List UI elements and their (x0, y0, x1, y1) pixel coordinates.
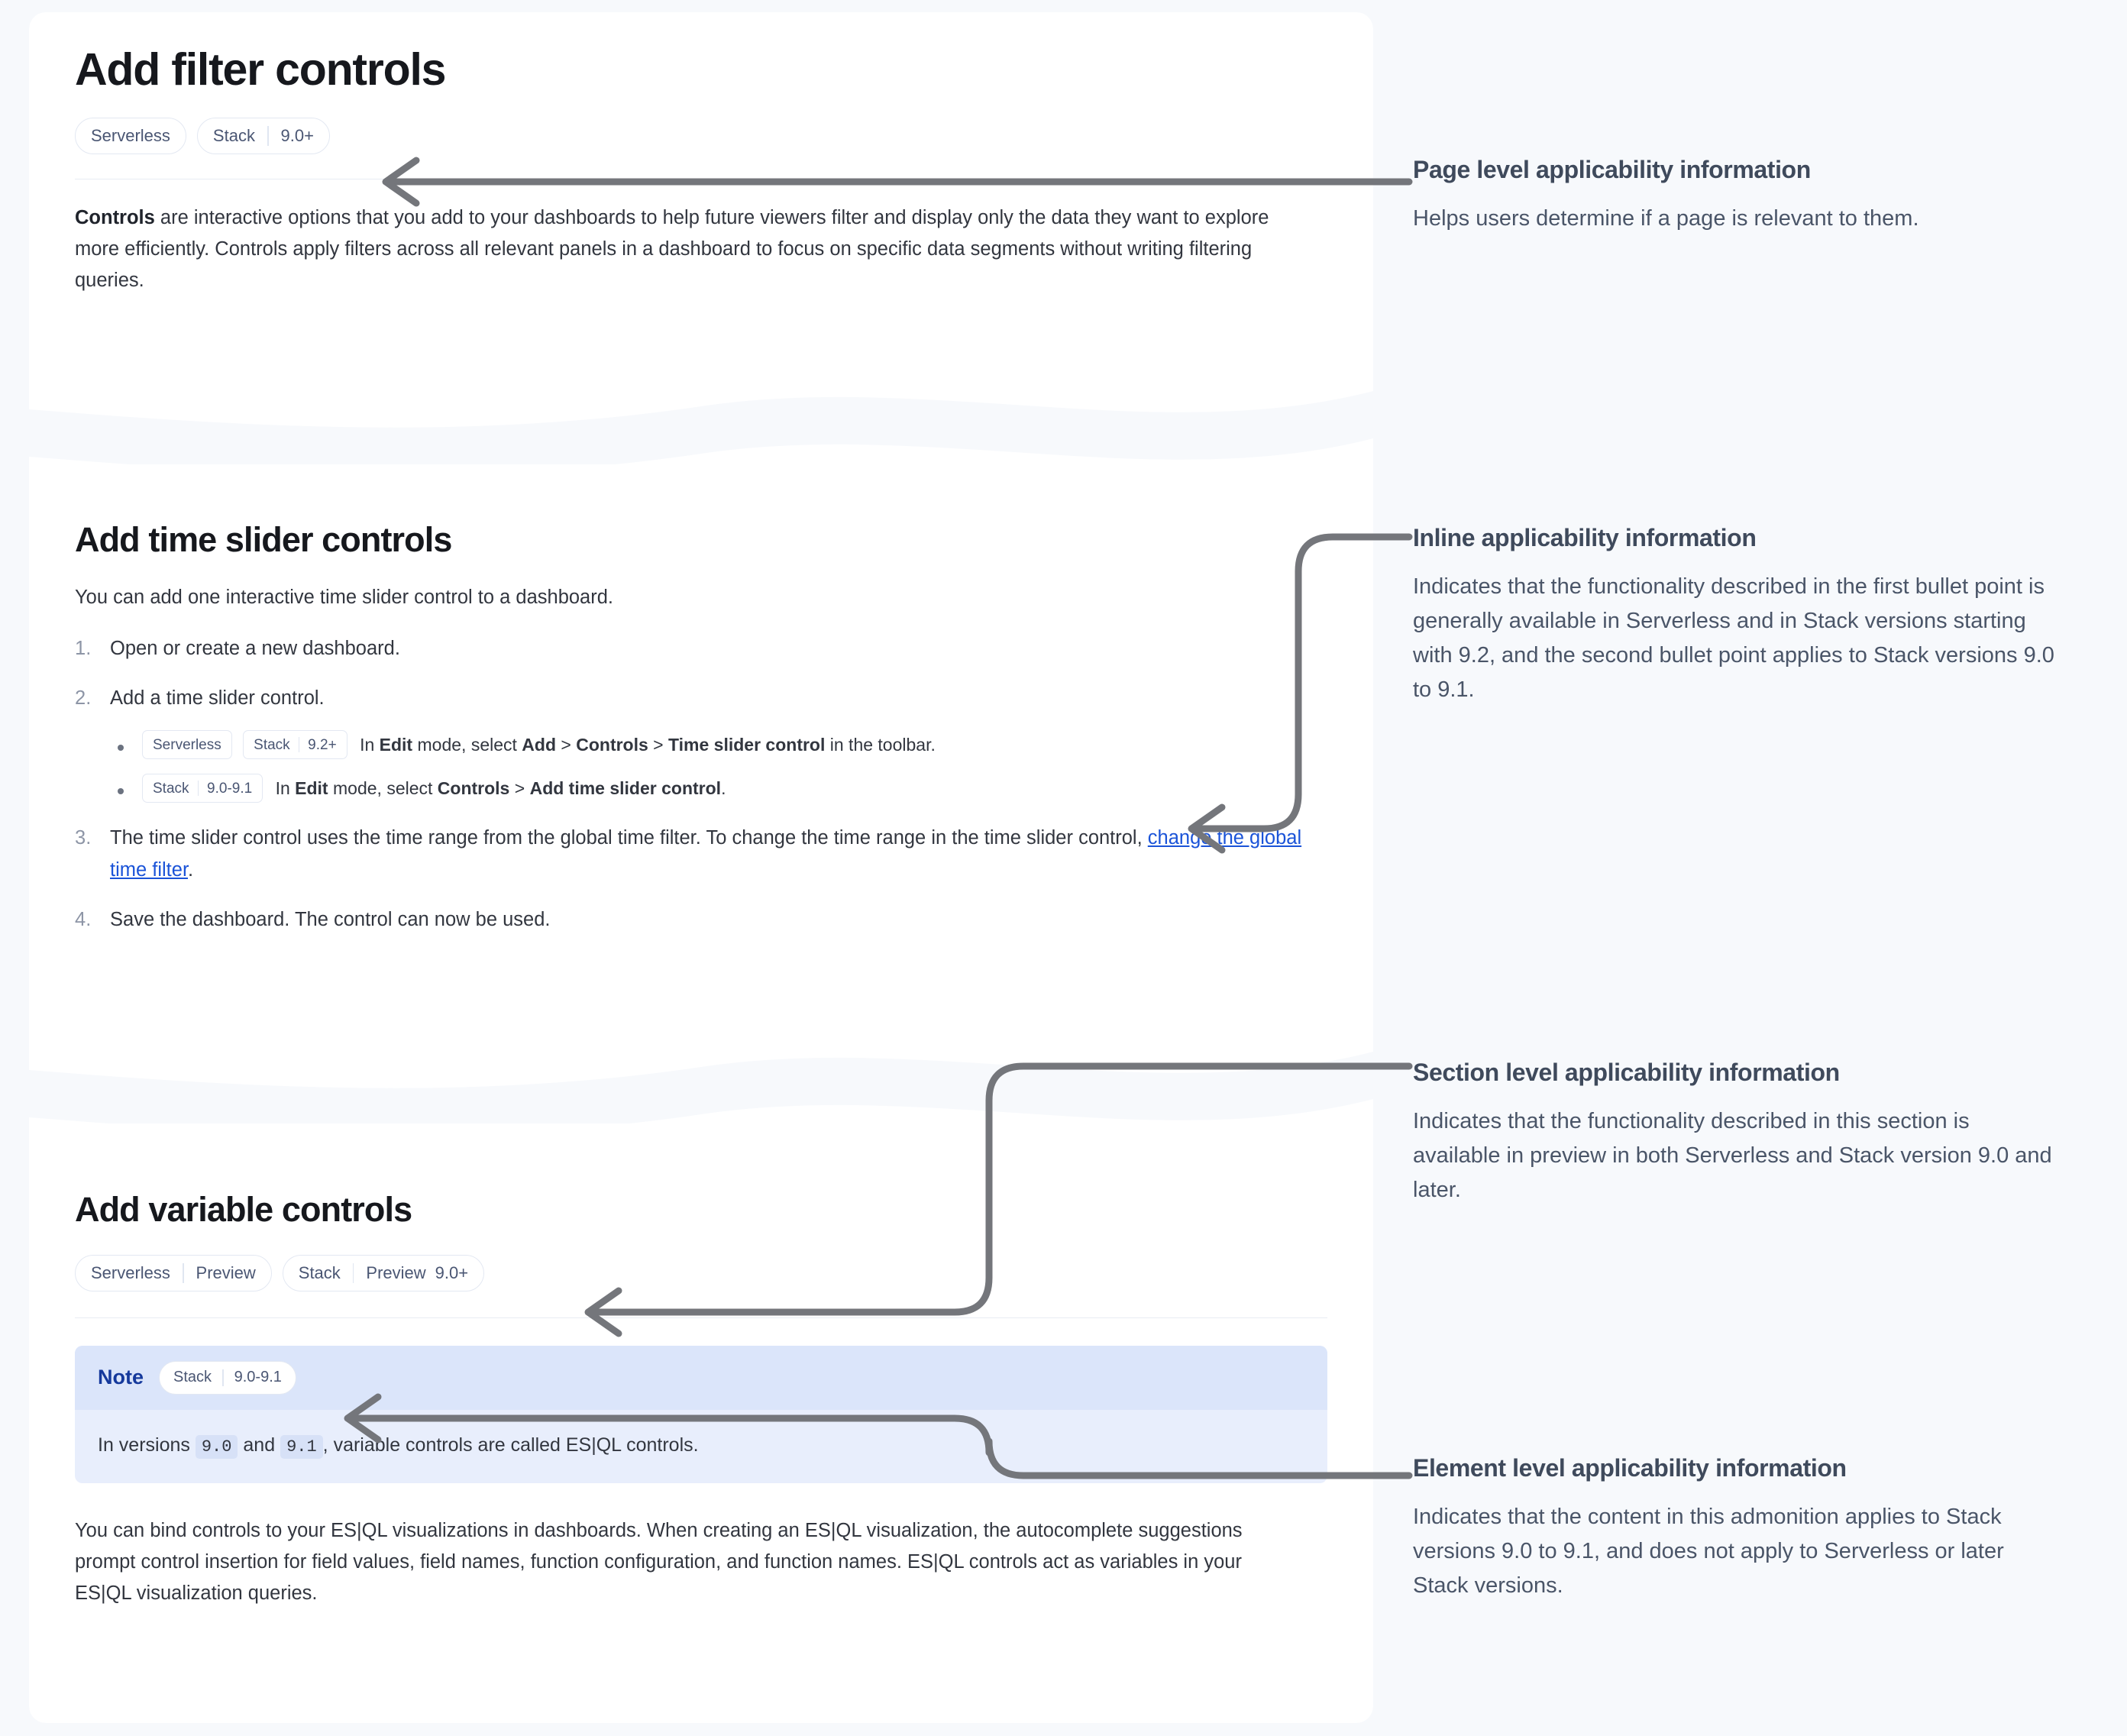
annotation-body: Indicates that the functionality describ… (1413, 574, 2054, 702)
step3-tail: . (188, 858, 194, 881)
badge-separator (182, 1262, 184, 1283)
page-title: Add filter controls (75, 44, 446, 95)
b2: Add (522, 735, 557, 755)
sub-bullet-text: In Edit mode, select Controls > Add time… (276, 778, 726, 798)
sub-bullet-text: In Edit mode, select Add > Controls > Ti… (360, 735, 936, 755)
step-item: Open or create a new dashboard. (75, 633, 1327, 665)
step-item: Add a time slider control. Serverless St… (75, 683, 1327, 804)
b4: Time slider control (668, 735, 826, 755)
b1: Edit (295, 778, 328, 799)
note-label: Note (98, 1366, 144, 1388)
page-applicability-badges: Serverless Stack 9.0+ (75, 117, 1327, 154)
badge-lifecycle: Preview (366, 1262, 426, 1282)
badge-name: Stack (212, 125, 255, 145)
badge-version: 9.0-9.1 (234, 1369, 282, 1385)
step-item: Save the dashboard. The control can now … (75, 904, 1327, 936)
annotation-title: Element level applicability information (1413, 1454, 1847, 1482)
page-hero-panel: Add filter controls Serverless Stack 9.0… (29, 12, 1373, 417)
step-text: The time slider control uses the time ra… (110, 827, 1301, 880)
intro-paragraph: Controls are interactive options that yo… (75, 202, 1282, 297)
note-admonition-header: Note Stack 9.0-9.1 (75, 1345, 1327, 1410)
badge-stack-preview[interactable]: Stack Preview 9.0+ (282, 1254, 485, 1291)
sub-bullet-item: Stack 9.0-9.1 In Edit mode, select Contr… (110, 773, 1327, 804)
b3: Add time slider control (529, 778, 722, 799)
inline-code-91: 9.1 (280, 1434, 323, 1459)
badge-version: 9.0-9.1 (207, 780, 253, 797)
badge-name: Stack (254, 736, 290, 753)
annotation-body: Indicates that the content in this admon… (1413, 1505, 2004, 1598)
annotation-body: Helps users determine if a page is relev… (1413, 206, 1919, 231)
inline-badge-stack[interactable]: Stack 9.2+ (243, 730, 347, 760)
badge-version: 9.2+ (308, 736, 337, 753)
annotation-element-level: Element level applicability information … (1413, 1453, 2062, 1603)
badge-name: Stack (173, 1369, 212, 1385)
inline-badge-stack[interactable]: Stack 9.0-9.1 (142, 774, 263, 803)
documentation-page: Add filter controls Serverless Stack 9.0… (29, 12, 1373, 1723)
t4: . (721, 778, 726, 799)
intro-rest: are interactive options that you add to … (75, 206, 1269, 292)
badge-serverless[interactable]: Serverless (75, 117, 186, 154)
note-admonition-body: In versions 9.0 and 9.1, variable contro… (75, 1410, 1327, 1483)
annotation-title: Page level applicability information (1413, 156, 1811, 183)
variable-controls-paragraph: You can bind controls to your ES|QL visu… (75, 1519, 1243, 1605)
badge-version: 9.0+ (280, 125, 314, 145)
note-admonition: Note Stack 9.0-9.1 In versions 9.0 and 9… (75, 1345, 1327, 1483)
badge-separator (222, 1369, 224, 1386)
step-item: The time slider control uses the time ra… (75, 823, 1320, 886)
annotation-body: Indicates that the functionality describ… (1413, 1109, 2052, 1202)
b3: Controls (576, 735, 648, 755)
badge-separator (267, 125, 269, 146)
badge-name: Stack (298, 1262, 341, 1282)
step-text: Save the dashboard. The control can now … (110, 908, 551, 930)
variable-controls-section-panel: Add variable controls Serverless Preview… (29, 1123, 1373, 1723)
t2: mode, select (412, 735, 522, 755)
annotation-title: Inline applicability information (1413, 524, 1757, 551)
badge-serverless-preview[interactable]: Serverless Preview (75, 1254, 272, 1291)
annotation-inline-level: Inline applicability information Indicat… (1413, 522, 2062, 707)
badge-version: 9.0+ (435, 1262, 469, 1282)
badge-separator (298, 737, 300, 753)
step-text: Add a time slider control. (110, 687, 325, 710)
inline-badge-serverless[interactable]: Serverless (142, 730, 232, 760)
t2: mode, select (328, 778, 438, 799)
badge-name: Serverless (153, 736, 221, 753)
note-badge-stack[interactable]: Stack 9.0-9.1 (159, 1360, 296, 1395)
t3: > (509, 778, 530, 799)
intro-lead: Controls (75, 206, 155, 228)
section-title-time-slider: Add time slider controls (75, 520, 452, 559)
b2: Controls (437, 778, 510, 799)
t1: In (275, 778, 296, 799)
time-slider-sub-bullets: Serverless Stack 9.2+ In Edit mode, sele… (110, 729, 1327, 804)
section-title-variable-controls: Add variable controls (75, 1190, 412, 1229)
annotation-column: Page level applicability information Hel… (1413, 0, 2100, 1736)
time-slider-intro: You can add one interactive time slider … (75, 586, 613, 608)
b1: Edit (379, 735, 413, 755)
badge-lifecycle: Preview (196, 1262, 256, 1282)
annotation-section-level: Section level applicability information … (1413, 1057, 2062, 1207)
badge-separator (352, 1262, 354, 1283)
inline-code-90: 9.0 (195, 1434, 238, 1459)
section-divider (75, 1317, 1327, 1318)
badge-name: Stack (153, 780, 189, 797)
badge-name: Serverless (91, 1262, 170, 1282)
section-applicability-badges: Serverless Preview Stack Preview 9.0+ (75, 1254, 1327, 1291)
badge-stack[interactable]: Stack 9.0+ (196, 117, 330, 154)
t1: In (360, 735, 380, 755)
step3-text: The time slider control uses the time ra… (110, 827, 1148, 849)
step-text: Open or create a new dashboard. (110, 637, 400, 659)
t4: > (648, 735, 669, 755)
t3: > (556, 735, 577, 755)
time-slider-section-panel: Add time slider controls You can add one… (29, 464, 1373, 1075)
t5: in the toolbar. (825, 735, 936, 755)
time-slider-steps: Open or create a new dashboard. Add a ti… (75, 633, 1327, 936)
annotation-page-level: Page level applicability information Hel… (1413, 154, 2062, 236)
note-text-3: , variable controls are called ES|QL con… (322, 1434, 699, 1456)
annotation-title: Section level applicability information (1413, 1059, 1840, 1086)
note-text-2: and (238, 1434, 281, 1456)
badge-separator (197, 781, 199, 797)
sub-bullet-item: Serverless Stack 9.2+ In Edit mode, sele… (110, 729, 1327, 761)
note-text-1: In versions (98, 1434, 196, 1456)
badge-name: Serverless (91, 125, 170, 145)
